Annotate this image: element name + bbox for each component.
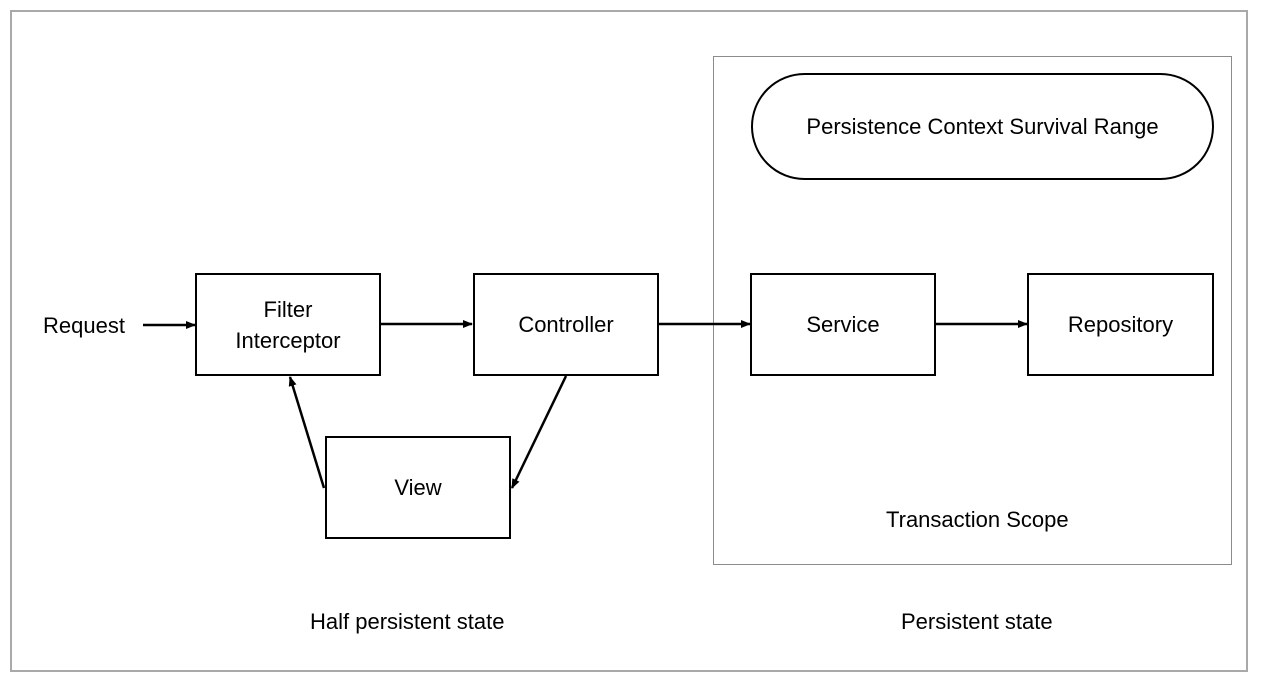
half-persistent-state-caption: Half persistent state — [310, 609, 505, 634]
repository-node: Repository — [1027, 273, 1214, 376]
persistence-context-node: Persistence Context Survival Range — [751, 73, 1214, 180]
transaction-scope-label: Transaction Scope — [886, 507, 1069, 532]
persistent-state-caption: Persistent state — [901, 609, 1053, 634]
request-label: Request — [43, 313, 125, 338]
view-node: View — [325, 436, 511, 539]
repository-label: Repository — [1067, 312, 1174, 337]
service-label: Service — [806, 312, 880, 337]
transaction-scope-boundary — [713, 56, 1232, 565]
filter-interceptor-node: Filter Interceptor — [195, 273, 381, 376]
view-label: View — [394, 475, 442, 500]
controller-label: Controller — [518, 312, 614, 337]
filter-interceptor-label: Filter Interceptor — [235, 296, 341, 353]
persistence-context-label: Persistence Context Survival Range — [806, 113, 1159, 139]
controller-node: Controller — [473, 273, 659, 376]
service-node: Service — [750, 273, 936, 376]
